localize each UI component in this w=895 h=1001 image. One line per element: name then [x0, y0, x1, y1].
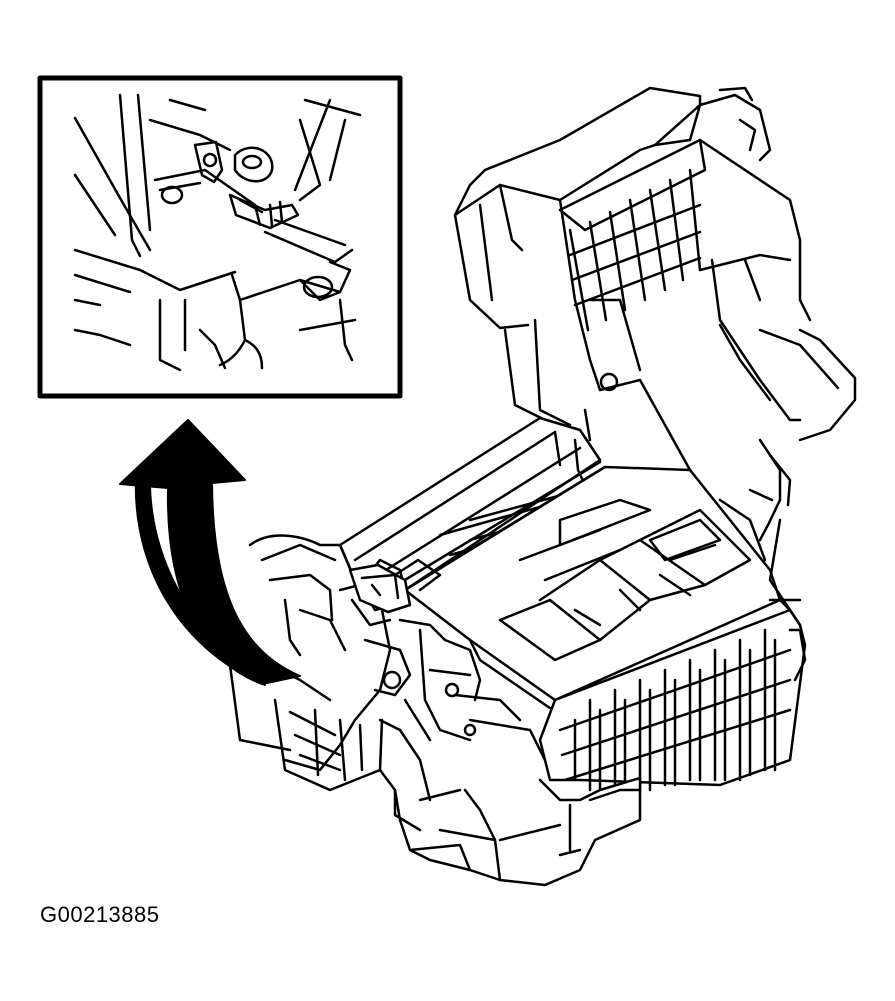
detail-inset-drawing [75, 95, 360, 370]
detail-inset [40, 78, 400, 396]
lower-case-base [395, 778, 640, 885]
lower-case-front-grille [540, 610, 805, 790]
figure-id-label: G00213885 [40, 902, 160, 927]
hvac-case-assembly [230, 88, 855, 885]
right-side-hoses [720, 440, 805, 680]
connector-clip [350, 560, 440, 612]
upper-intake-housing [455, 88, 855, 470]
callout-arrow [120, 420, 300, 685]
intake-grille [560, 140, 705, 330]
